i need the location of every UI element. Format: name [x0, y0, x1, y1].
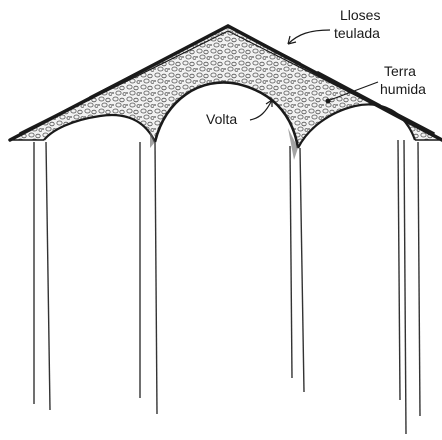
label-wet-earth-line1: Terra [384, 63, 416, 79]
label-roof-tiles-line1: Lloses [340, 7, 380, 23]
pillar-shading [150, 128, 298, 160]
pillars [34, 140, 420, 434]
label-roof-tiles-line2: teulada [334, 25, 380, 41]
label-vault-text: Volta [206, 111, 237, 127]
label-wet-earth-line2: humida [380, 81, 426, 97]
earth-fill [0, 0, 442, 160]
label-roof-tiles: Lloses teulada [288, 7, 380, 44]
label-vault: Volta [206, 100, 272, 127]
